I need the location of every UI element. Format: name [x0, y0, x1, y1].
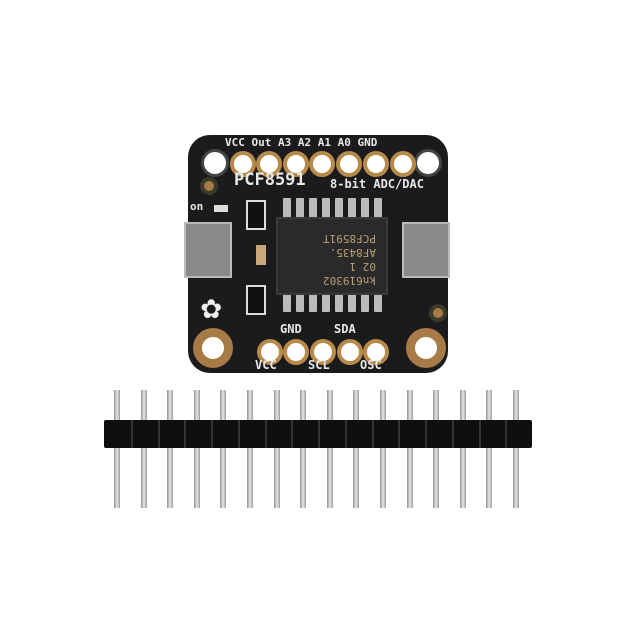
pin-label: A0: [337, 136, 351, 149]
header-segment-divider: [344, 420, 347, 448]
chip-leg: [309, 292, 317, 312]
power-led-label: on: [190, 200, 204, 213]
adafruit-flower-logo: ✿: [201, 287, 222, 327]
chip-leg: [348, 198, 356, 218]
header-pin: [114, 390, 120, 508]
pad: [283, 339, 309, 365]
chip-leg: [348, 292, 356, 312]
chip-leg: [322, 292, 330, 312]
pin-label: VCC: [225, 136, 245, 149]
board-title: PCF8591: [234, 170, 306, 190]
chip-marking: AF8435.: [329, 246, 376, 259]
pad: [390, 151, 416, 177]
pin-label: GND: [357, 136, 378, 149]
pcf8591-chip: kn619302 02 1 AF8435. PCF8591T: [276, 217, 388, 295]
pad: [363, 339, 389, 365]
header-pin: [353, 390, 360, 508]
resistor-array: [246, 285, 266, 315]
header-segment-divider: [425, 420, 427, 448]
pad: [336, 151, 362, 177]
chip-leg: [322, 198, 330, 218]
pin-label: A1: [317, 136, 331, 149]
header-pin: [326, 390, 333, 508]
pad: [256, 151, 282, 177]
pad: [309, 151, 335, 177]
header-segment-divider: [505, 420, 508, 448]
power-led: [214, 205, 228, 212]
chip-marking: PCF8591T: [323, 232, 376, 245]
chip-leg: [309, 198, 317, 218]
stemma-connector-left: [184, 222, 232, 278]
header-pin: [247, 390, 253, 508]
pad: [310, 339, 336, 365]
header-segment-divider: [291, 420, 294, 448]
header-pin: [193, 390, 200, 508]
pin-label-scl: SCL: [308, 358, 330, 372]
mounting-hole: [193, 328, 233, 368]
top-pin-labels: VCC Out A3 A2 A1 A0 GND: [225, 136, 377, 149]
header-pin: [167, 390, 174, 508]
pad: [230, 151, 256, 177]
header-pin: [300, 390, 307, 508]
mounting-hole: [406, 328, 446, 368]
chip-leg: [283, 198, 291, 218]
board-subtitle: 8-bit ADC/DAC: [330, 177, 424, 191]
chip-leg: [335, 198, 343, 218]
header-segment-divider: [451, 420, 454, 448]
header-segment-divider: [398, 420, 401, 448]
pad: [363, 151, 389, 177]
header-segment-divider: [264, 420, 267, 448]
header-segment-divider: [318, 420, 320, 448]
mounting-hole: [201, 149, 229, 177]
pad: [337, 339, 363, 365]
header-segment-divider: [211, 420, 213, 448]
chip-leg: [361, 198, 369, 218]
pin-label: A3: [278, 136, 292, 149]
chip-markings: kn619302 02 1 AF8435. PCF8591T: [278, 219, 386, 293]
pin-label-gnd: GND: [280, 322, 302, 336]
header-segment-divider: [478, 420, 481, 448]
pin-label-vcc: VCC: [255, 358, 277, 372]
header-pin: [273, 390, 280, 508]
stemma-connector-right: [402, 222, 450, 278]
chip-leg: [296, 292, 304, 312]
fiducial: [200, 177, 218, 195]
header-pin: [433, 390, 440, 508]
header-pin: [406, 390, 413, 508]
chip-leg: [335, 292, 343, 312]
header-segment-divider: [184, 420, 187, 448]
pin-label-sda: SDA: [334, 322, 356, 336]
header-pin: [140, 390, 147, 508]
pin-label: A2: [297, 136, 312, 149]
pad: [257, 339, 283, 365]
resistor-array: [246, 200, 266, 230]
header-pin: [220, 390, 227, 508]
chip-leg: [283, 292, 291, 312]
header-pin: [513, 390, 519, 508]
mounting-hole: [414, 149, 442, 177]
pin-label-osc: OSC: [360, 358, 382, 372]
chip-marking: 02 1: [349, 260, 377, 273]
header-segment-divider: [157, 420, 160, 448]
chip-leg: [361, 292, 369, 312]
chip-leg: [374, 292, 382, 312]
capacitor: [256, 245, 266, 265]
chip-marking: kn619302: [323, 274, 376, 287]
chip-leg: [296, 198, 304, 218]
header-segment-divider: [237, 420, 240, 448]
fiducial: [429, 304, 447, 322]
header-segment-divider: [371, 420, 374, 448]
chip-leg: [374, 198, 382, 218]
pad: [283, 151, 309, 177]
pin-label: Out: [251, 136, 272, 149]
header-pin: [459, 390, 466, 508]
header-segment-divider: [130, 420, 133, 448]
header-pin: [486, 390, 493, 508]
header-pin: [380, 390, 386, 508]
